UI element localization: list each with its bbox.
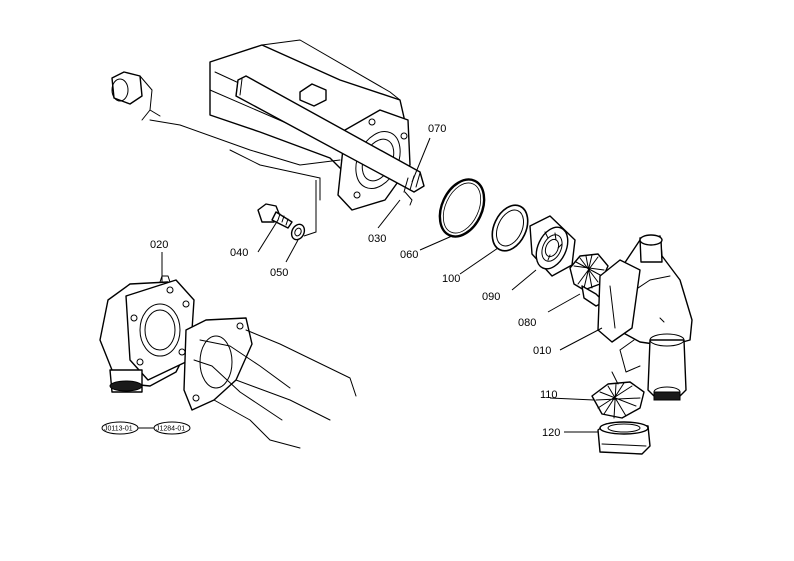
label-100: 100 <box>442 273 460 285</box>
bolt-040 <box>257 203 293 229</box>
gear-case-020 <box>99 275 195 393</box>
bushing <box>111 71 161 121</box>
axle-housing-lower <box>183 317 357 449</box>
o-ring-060 <box>438 178 486 238</box>
washer-050 <box>290 223 306 241</box>
label-120: 120 <box>542 427 560 439</box>
bearing-090 <box>529 215 576 277</box>
label-090: 090 <box>482 291 500 303</box>
label-010: 010 <box>533 345 551 357</box>
label-030: 030 <box>368 233 386 245</box>
label-080: 080 <box>518 317 536 329</box>
leader-lines <box>138 137 603 433</box>
part-labels: 070 030 040 050 060 100 090 080 010 020 … <box>150 123 560 439</box>
gear-case-010 <box>597 234 693 401</box>
label-040: 040 <box>230 247 248 259</box>
label-060: 060 <box>400 249 418 261</box>
axle-housing-upper <box>149 39 411 211</box>
label-050: 050 <box>270 267 288 279</box>
reference-tags: J0113-01 J1284-01 <box>101 421 191 435</box>
bevel-gear-110 <box>591 371 645 419</box>
shim-ring-100 <box>491 204 529 252</box>
label-070: 070 <box>428 123 446 135</box>
bearing-120 <box>597 421 651 455</box>
label-020: 020 <box>150 239 168 251</box>
reference-tag-2: J1284-01 <box>156 426 185 433</box>
axle-shaft <box>235 75 425 206</box>
label-110: 110 <box>540 389 558 401</box>
reference-tag-1: J0113-01 <box>104 426 133 433</box>
